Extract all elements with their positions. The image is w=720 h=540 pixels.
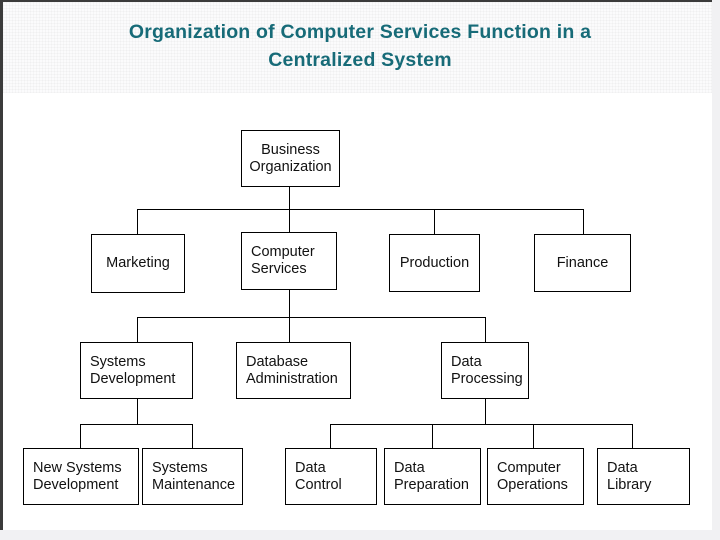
org-node-label: Finance — [556, 254, 609, 271]
org-node-new-systems-development[interactable]: New Systems Development — [23, 448, 139, 505]
connector-dp-stem — [485, 317, 487, 342]
org-node-label: Data Library — [607, 459, 652, 493]
connector-compops-stem — [533, 424, 535, 448]
connector-marketing-stem — [137, 209, 139, 234]
connector-datactrl-stem — [330, 424, 332, 448]
slide-edge-top — [0, 0, 720, 2]
org-node-data-control[interactable]: Data Control — [285, 448, 377, 505]
org-node-label: Production — [399, 254, 470, 271]
connector-datalib-stem — [632, 424, 634, 448]
slide-title: Organization of Computer Services Functi… — [128, 21, 592, 71]
org-node-business-organization[interactable]: Business Organization — [241, 130, 340, 187]
org-node-label: Computer Operations — [497, 459, 568, 493]
slide-edge-right — [712, 0, 720, 540]
org-node-label: Systems Development — [90, 353, 176, 387]
org-node-label: Marketing — [106, 255, 170, 271]
org-node-label: Database Administration — [246, 353, 338, 387]
org-node-systems-development[interactable]: Systems Development — [80, 342, 193, 399]
slide-edge-bottom — [0, 530, 720, 540]
org-node-label: Computer Services — [251, 244, 315, 277]
connector-root-stem — [289, 187, 291, 209]
org-node-computer-operations[interactable]: Computer Operations — [487, 448, 584, 505]
org-node-systems-maintenance[interactable]: Systems Maintenance — [142, 448, 243, 505]
org-node-data-preparation[interactable]: Data Preparation — [384, 448, 481, 505]
connector-level1-bar — [137, 209, 583, 211]
org-node-computer-services[interactable]: Computer Services — [241, 232, 337, 290]
org-node-database-administration[interactable]: Database Administration — [236, 342, 351, 399]
connector-dp-down — [485, 399, 487, 424]
connector-level3a-bar — [80, 424, 193, 426]
org-node-production[interactable]: Production — [389, 234, 480, 292]
title-background-band — [0, 0, 720, 93]
connector-sysmaint-stem — [192, 424, 194, 448]
connector-computer-stem — [289, 209, 291, 232]
org-node-label: Business Organization — [249, 141, 332, 175]
connector-finance-stem — [583, 209, 585, 234]
org-node-data-library[interactable]: Data Library — [597, 448, 690, 505]
connector-level2-bar — [137, 317, 485, 319]
connector-dataprep-stem — [432, 424, 434, 448]
connector-newsys-stem — [80, 424, 82, 448]
org-node-finance[interactable]: Finance — [534, 234, 631, 292]
org-node-label: Data Processing — [451, 353, 523, 387]
org-node-marketing[interactable]: Marketing — [91, 234, 185, 293]
connector-dba-stem — [289, 317, 291, 342]
org-node-label: Data Control — [295, 459, 342, 493]
connector-cs-down — [289, 290, 291, 317]
org-node-label: Data Preparation — [394, 459, 469, 493]
org-node-label: Systems Maintenance — [152, 459, 236, 493]
connector-sysdev-stem — [137, 317, 139, 342]
slide-edge-left — [0, 0, 3, 540]
org-node-data-processing[interactable]: Data Processing — [441, 342, 529, 399]
connector-production-stem — [434, 209, 436, 234]
org-node-label: New Systems Development — [33, 459, 122, 493]
connector-sysdev-down — [137, 399, 139, 424]
connector-level3b-bar — [330, 424, 632, 426]
